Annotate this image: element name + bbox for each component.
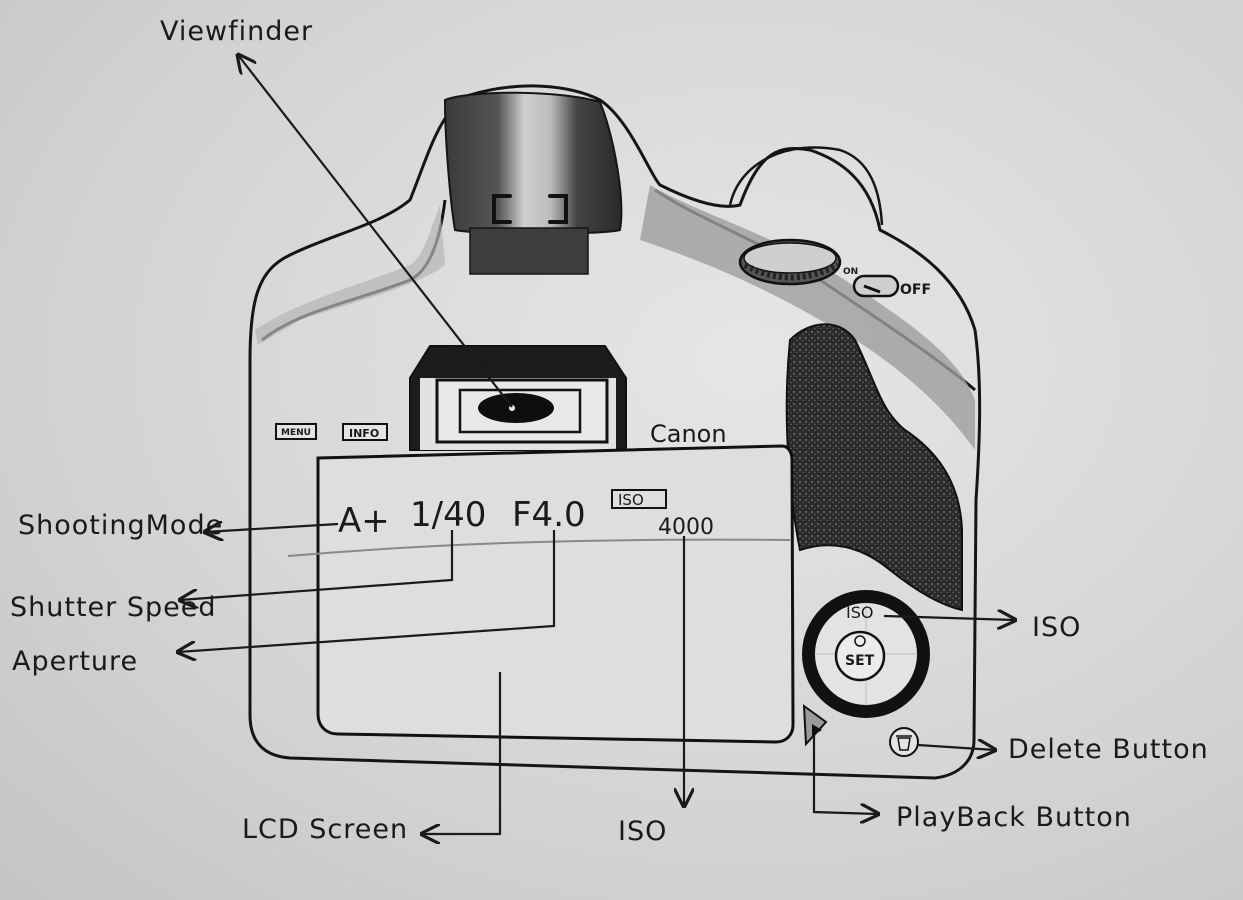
dial-iso-label: ISO	[846, 603, 873, 622]
set-button[interactable]: SET	[836, 632, 884, 680]
label-iso-right: ISO	[1032, 612, 1081, 643]
brand-label: Canon	[650, 420, 727, 448]
hot-shoe	[730, 147, 882, 225]
label-delete-button: Delete Button	[1008, 734, 1209, 765]
pentaprism	[445, 93, 621, 234]
label-shutter-speed: Shutter Speed	[10, 592, 216, 623]
prism-base	[470, 228, 588, 274]
lcd-iso-value: 4000	[658, 515, 714, 540]
delete-button[interactable]	[890, 728, 918, 756]
lcd-screen	[318, 446, 793, 742]
top-shoulder-shading	[255, 205, 445, 345]
svg-text:INFO: INFO	[349, 427, 379, 440]
lcd-shutter: 1/40	[410, 495, 486, 535]
svg-text:MENU: MENU	[281, 428, 311, 438]
label-playback-button: PlayBack Button	[896, 802, 1132, 833]
power-off-label: OFF	[900, 282, 931, 298]
delete-button-leader	[918, 745, 995, 750]
lcd-aperture: F4.0	[512, 495, 586, 535]
label-lcd-screen: LCD Screen	[242, 814, 408, 845]
power-switch[interactable]	[854, 276, 898, 296]
label-aperture: Aperture	[12, 646, 138, 677]
svg-text:SET: SET	[845, 653, 875, 669]
label-viewfinder: Viewfinder	[160, 16, 313, 47]
power-on-label: ON	[843, 267, 858, 277]
label-iso-bottom: ISO	[618, 816, 667, 847]
mode-dial[interactable]	[740, 240, 840, 284]
eyepiece	[410, 346, 626, 450]
lcd-mode: A+	[338, 501, 390, 541]
info-button[interactable]: INFO	[343, 424, 387, 440]
menu-button[interactable]: MENU	[276, 424, 316, 439]
lcd-iso-tag: ISO	[618, 491, 644, 509]
label-shooting-mode: ShootingMode	[18, 510, 223, 541]
